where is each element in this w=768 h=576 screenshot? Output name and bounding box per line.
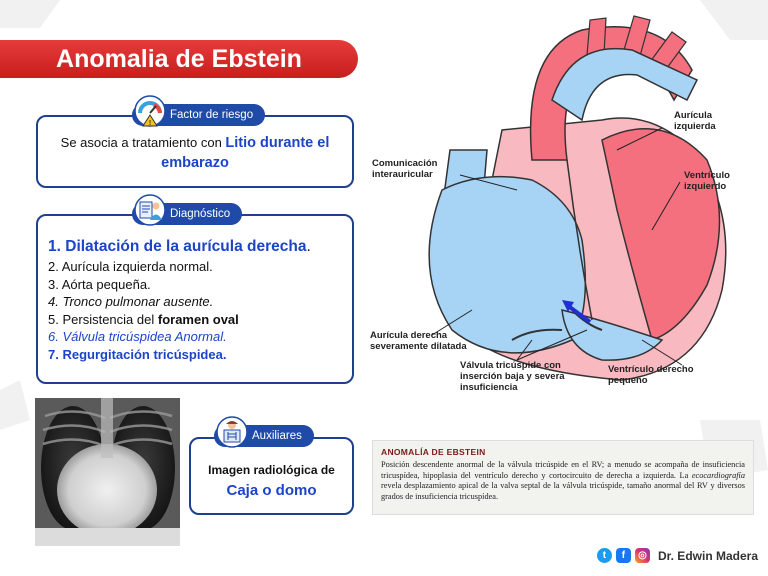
diagnosis-label: Diagnóstico <box>170 208 231 220</box>
page-title: Anomalia de Ebstein <box>0 40 358 78</box>
gauge-warning-icon: ! <box>134 95 166 127</box>
risk-factor-highlight: Litio durante el embarazo <box>161 135 330 171</box>
risk-factor-prefix: Se asocia a tratamiento con <box>60 135 226 150</box>
author-name: Dr. Edwin Madera <box>657 548 758 563</box>
excerpt-heading: ANOMALÍA DE EBSTEIN <box>381 447 486 457</box>
diagnosis-box: 1. Dilatación de la aurícula derecha. 2.… <box>36 214 354 384</box>
heart-diagram: Comunicación interauricular Aurícula izq… <box>362 10 762 410</box>
diagnosis-item-6: 6. Válvula tricúspidea Anormal. <box>48 329 227 344</box>
auxiliares-highlight: Caja o domo <box>226 482 317 499</box>
xray-doctor-icon <box>216 416 248 448</box>
svg-text:!: ! <box>149 120 151 127</box>
diagnosis-item-4: 4. Tronco pulmonar ausente. <box>48 294 214 309</box>
instagram-icon[interactable]: ◎ <box>634 548 650 563</box>
diagnosis-item-3: 3. Aórta pequeña. <box>48 276 151 292</box>
excerpt-body: Posición descendente anormal de la válvu… <box>381 460 745 501</box>
label-valvula-tricuspide: Válvula tricúspide con inserción baja y … <box>460 360 565 393</box>
diagnosis-item-5: 5. Persistencia del foramen oval <box>48 311 239 327</box>
facebook-icon[interactable]: f <box>615 548 631 563</box>
auxiliares-text: Imagen radiológica de <box>208 463 335 477</box>
diagnosis-item-7: 7. Regurgitación tricúspidea. <box>48 346 227 362</box>
auxiliares-box: Imagen radiológica de Caja o domo <box>189 437 354 515</box>
diagnosis-list: 1. Dilatación de la aurícula derecha. 2.… <box>48 236 311 363</box>
risk-factor-pill: ! Factor de riesgo <box>132 95 266 127</box>
auxiliares-label: Auxiliares <box>252 430 302 442</box>
diagnosis-item-2: 2. Aurícula izquierda normal. <box>48 259 213 274</box>
label-comunicacion-interauricular: Comunicación interauricular <box>372 158 438 180</box>
diagnosis-pill: Diagnóstico <box>132 194 243 226</box>
diagnosis-item-1: 1. Dilatación de la aurícula derecha. <box>48 238 311 255</box>
label-auricula-derecha: Aurícula derecha severamente dilatada <box>370 330 467 352</box>
auxiliares-pill: Auxiliares <box>214 416 314 448</box>
heart-illustration <box>428 15 727 381</box>
risk-factor-box: Se asocia a tratamiento con Litio durant… <box>36 115 354 188</box>
risk-factor-label: Factor de riesgo <box>170 109 254 121</box>
label-ventriculo-izquierdo: Ventrículo izquierdo <box>684 170 730 192</box>
chest-xray-image <box>35 398 180 546</box>
textbook-excerpt: ANOMALÍA DE EBSTEIN Posición descendente… <box>372 440 754 515</box>
label-ventriculo-derecho: Ventrículo derecho pequeño <box>608 364 694 386</box>
twitter-icon[interactable]: t <box>596 548 612 563</box>
label-auricula-izquierda: Aurícula izquierda <box>674 110 716 132</box>
risk-factor-text: Se asocia a tratamiento con Litio durant… <box>38 133 352 173</box>
footer: t f ◎ Dr. Edwin Madera <box>596 548 758 563</box>
doctor-report-icon <box>134 194 166 226</box>
